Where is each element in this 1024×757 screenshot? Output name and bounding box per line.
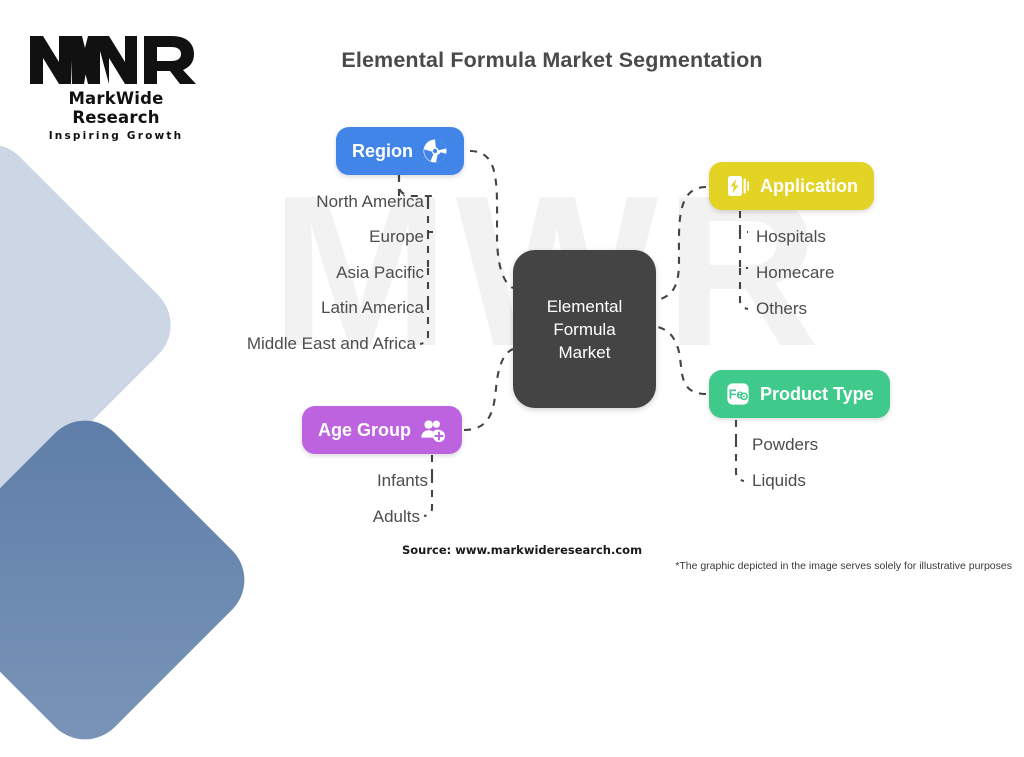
page-title-text: Elemental Formula Market Segmentation [341,48,763,72]
branch-badge-region[interactable]: Region [336,127,464,175]
page-title: Elemental Formula Market Segmentation [0,48,1024,73]
branch-label-product-type: Product Type [760,383,874,404]
logo-tagline: Inspiring Growth [48,130,184,142]
leaf-region-4: Middle East and Africa [246,334,416,353]
logo-company-name: MarkWide Research [68,89,164,127]
svg-text:Fe: Fe [729,387,744,401]
connector-lines [397,149,749,518]
leaf-application-0: Hospitals [756,227,826,246]
leaf-application-2: Others [756,299,808,318]
disclaimer-label: *The graphic depicted in the image serve… [675,560,1012,572]
fe-element-icon: Fe [727,383,749,405]
branch-badge-product-type[interactable]: Fe Product Type [709,370,890,418]
branch-label-application: Application [760,175,858,196]
leaf-region-3: Latin America [321,298,424,317]
center-node-line-1: Elemental [546,296,623,316]
branch-badge-age-group[interactable]: Age Group [302,406,462,454]
leaf-region-2: Asia Pacific [336,263,424,282]
leaf-region-0: North America [316,192,424,211]
leaf-age-group-0: Infants [376,471,428,490]
company-logo: MarkWide Research Inspiring Growth [26,30,206,142]
center-node-label: Elemental Formula Market [547,295,623,364]
center-node: Elemental Formula Market [513,250,656,408]
leaf-application-1: Homecare [756,263,835,282]
leaf-region-1: Europe [369,227,424,246]
infographic-canvas: MWR MarkWide Research Inspiring Growth E… [0,30,1024,757]
document-flash-icon [728,176,749,196]
center-node-line-3: Market [558,342,611,362]
branch-badge-application[interactable]: Application [709,162,874,210]
branch-label-age-group: Age Group [318,419,411,440]
globe-icon [423,139,447,163]
mwr-logo-mark [30,36,196,84]
leaf-product-type-0: Powders [752,435,819,454]
branch-label-region: Region [352,140,413,161]
center-node-line-2: Formula [553,319,616,339]
leaf-age-group-1: Adults [372,507,420,526]
add-people-icon [421,420,445,442]
leaf-product-type-1: Liquids [752,471,806,490]
source-label: Source: www.markwideresearch.com [402,543,643,557]
